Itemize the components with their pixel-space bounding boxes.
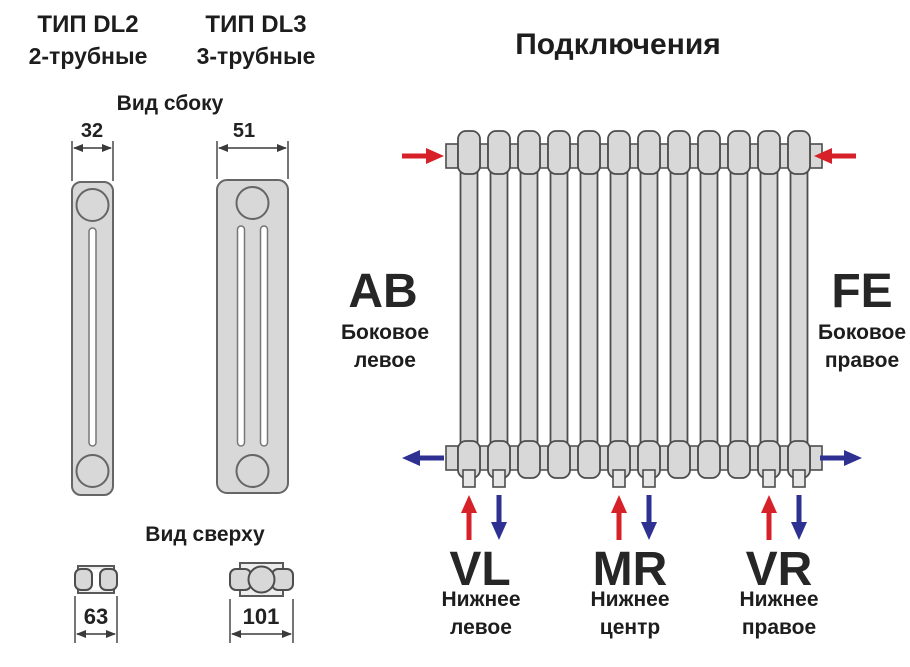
dim-dl3-width [229, 599, 294, 643]
dl2-title: ТИП DL2 [37, 11, 139, 38]
outlet-arrow-bottom-left [402, 450, 444, 466]
mr-outlet-arrow [641, 495, 657, 540]
vl-outlet-arrow [491, 495, 507, 540]
dl3-side-view [216, 179, 289, 494]
connection-ab-desc-2: левое [354, 349, 416, 372]
outlet-arrow-bottom-right [820, 450, 862, 466]
connection-ab-desc-1: Боковое [340, 321, 430, 344]
dim-dl2-depth [71, 141, 114, 181]
dl2-width-dimension: 63 [83, 604, 109, 629]
vl-inlet-arrow [461, 495, 477, 540]
dl2-side-view [71, 181, 114, 496]
inlet-arrow-top-left [402, 148, 444, 164]
connections-title: Подключения [515, 28, 721, 61]
dim-dl2-width [74, 596, 118, 643]
dl3-top-view [229, 562, 294, 597]
connection-code-mr: MR [592, 543, 668, 596]
dl3-subtitle: 3-трубные [196, 43, 316, 69]
connection-vr-desc-1: Нижнее [739, 588, 819, 611]
dl2-subtitle: 2-трубные [28, 43, 148, 69]
dl3-title: ТИП DL3 [205, 11, 307, 38]
connection-fe-desc-1: Боковое [817, 321, 907, 344]
dl3-depth-dimension: 51 [232, 120, 256, 142]
dl2-top-view [74, 565, 118, 594]
connection-code-fe: FE [831, 265, 893, 318]
dl2-depth-dimension: 32 [80, 120, 104, 142]
connection-mr-desc-2: центр [599, 616, 661, 639]
top-view-label: Вид сверху [145, 523, 265, 546]
dl3-width-dimension: 101 [242, 604, 280, 629]
mr-inlet-arrow [611, 495, 627, 540]
side-view-label: Вид сбоку [116, 92, 224, 115]
connection-code-ab: AB [348, 265, 418, 318]
connection-code-vr: VR [745, 543, 813, 596]
dim-dl3-depth [216, 141, 289, 179]
connection-fe-desc-2: правое [824, 349, 900, 372]
connection-mr-desc-1: Нижнее [590, 588, 670, 611]
vr-inlet-arrow [761, 495, 777, 540]
connection-vr-desc-2: правое [741, 616, 817, 639]
connection-code-vl: VL [449, 543, 511, 596]
connection-vl-desc-2: левое [450, 616, 512, 639]
radiator-front-view [445, 130, 823, 488]
connection-vl-desc-1: Нижнее [441, 588, 521, 611]
vr-outlet-arrow [791, 495, 807, 540]
